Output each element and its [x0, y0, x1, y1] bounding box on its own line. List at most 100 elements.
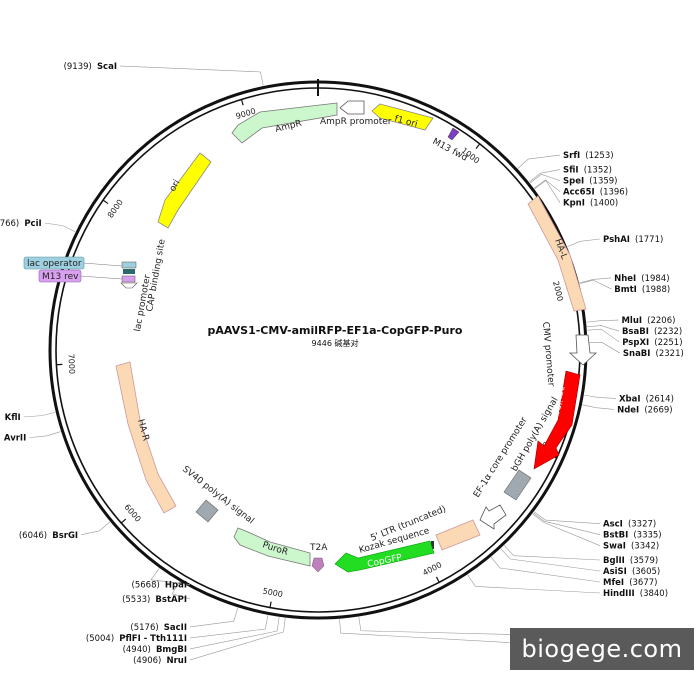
restriction-site-label: NdeI (2669)	[617, 397, 673, 416]
scale-tick-label: 8000	[106, 198, 125, 220]
site-leader	[534, 511, 601, 525]
site-labels: SrfI (1253)SfiI (1352)SpeI (1359)Acc65I …	[0, 54, 684, 667]
site-leader	[579, 277, 612, 284]
site-leader	[567, 238, 601, 247]
backbone-inner-circle	[55, 87, 581, 613]
restriction-site-label: BstBI (3335)	[603, 523, 662, 542]
site-leader	[81, 521, 111, 536]
site-leader	[189, 607, 239, 628]
site-name: BstAPI	[155, 595, 187, 605]
scale-tick-label: 6000	[122, 503, 142, 524]
lac-operator-marker	[121, 261, 137, 269]
lac-operator-label: lac operator	[27, 259, 82, 269]
site-position: (1359)	[589, 177, 617, 187]
site-name: HindIII	[603, 589, 635, 599]
site-leader	[189, 617, 286, 661]
site-name: MfeI	[603, 578, 624, 588]
ampr-promoter-label: AmpR promoter	[320, 117, 392, 127]
backbone-outer-circle	[48, 80, 588, 620]
site-position: (2206)	[647, 316, 675, 326]
restriction-site-label: (4906) NruI	[133, 648, 187, 667]
restriction-site-label: BglII (3579)	[603, 548, 658, 567]
site-position: (3579)	[630, 556, 658, 566]
t2a-label: T2A	[309, 543, 328, 553]
site-name: AsiSI	[603, 567, 627, 577]
restriction-site-label: (6623) AvrII	[0, 426, 26, 445]
site-leader	[587, 328, 620, 343]
sv40-polya-bar	[195, 499, 219, 523]
restriction-site-label: HindIII (3840)	[603, 581, 668, 600]
site-name: KflI	[5, 413, 21, 423]
scale-tick	[435, 576, 440, 583]
site-position: (1771)	[635, 235, 663, 245]
m13-fwd-marker	[447, 127, 460, 141]
watermark: biogege.com	[510, 628, 694, 670]
site-leader	[23, 412, 56, 418]
site-position: (7766)	[0, 219, 19, 229]
cap-site-marker	[123, 269, 135, 274]
site-position: (1988)	[642, 285, 670, 295]
site-name: PspXI	[622, 338, 649, 348]
site-position: (1400)	[590, 199, 618, 209]
restriction-site-label: PspXI (2251)	[622, 330, 682, 349]
copgfp-arrow	[334, 540, 435, 573]
bgh-polya-bar	[503, 469, 532, 501]
lac-operator-leader	[82, 262, 123, 267]
site-position: (5533)	[122, 595, 150, 605]
restriction-site-label: BsaBI (2232)	[622, 319, 682, 338]
site-name: SrfI	[563, 151, 580, 161]
site-position: (2614)	[646, 394, 674, 404]
m13-rev-marker	[121, 275, 136, 283]
site-leader	[582, 404, 615, 410]
site-name: PciI	[24, 219, 41, 229]
site-leader	[490, 557, 601, 583]
site-name: PshAI	[603, 235, 630, 245]
site-leader	[500, 548, 601, 572]
site-name: BmtI	[614, 285, 637, 295]
site-name: SwaI	[603, 542, 626, 552]
restriction-site-label: PshAI (1771)	[603, 227, 663, 246]
site-position: (5176)	[130, 623, 158, 633]
site-leader	[150, 568, 191, 585]
site-name: NruI	[166, 656, 187, 666]
site-position: (1253)	[585, 151, 613, 161]
restriction-site-label: AsiSI (3605)	[603, 559, 660, 578]
restriction-site-label: SwaI (3342)	[603, 534, 659, 553]
site-position: (3677)	[629, 578, 657, 588]
site-name: SpeI	[563, 177, 584, 187]
ha-l-bar	[527, 195, 587, 312]
site-leader	[29, 431, 61, 438]
site-leader	[533, 512, 601, 535]
restriction-site-label: (4940) BmgBI	[123, 637, 187, 656]
restriction-site-label: KpnI (1400)	[563, 191, 618, 210]
restriction-site-label: SrfI (1253)	[563, 143, 614, 162]
site-position: (9139)	[64, 62, 92, 72]
restriction-site-label: SnaBI (2321)	[623, 341, 684, 360]
site-name: NdeI	[617, 405, 639, 415]
restriction-site-label: BmtI (1988)	[614, 277, 670, 296]
site-position: (1396)	[600, 188, 628, 198]
amilrfp-arrow	[533, 370, 581, 470]
site-position: (5668)	[132, 581, 160, 591]
restriction-site-label: (9139) ScaI	[64, 54, 117, 73]
site-position: (2251)	[654, 338, 682, 348]
site-leader	[584, 394, 617, 399]
restriction-site-label: (5668) HpaI	[132, 573, 187, 592]
site-name: NheI	[614, 274, 636, 284]
site-name: KpnI	[563, 199, 585, 209]
site-name: BstBI	[603, 531, 628, 541]
scale-tick	[475, 143, 481, 149]
site-name: BglII	[603, 556, 625, 566]
site-leader	[171, 581, 191, 600]
site-position: (6046)	[19, 531, 47, 541]
site-leader	[517, 154, 561, 169]
restriction-site-label: MfeI (3677)	[603, 570, 657, 589]
ef1a-promoter-arrow	[479, 504, 507, 530]
site-name: ScaI	[97, 62, 117, 72]
restriction-site-label: Acc65I (1396)	[563, 180, 628, 199]
site-leader	[529, 169, 561, 183]
ampr-arrow	[231, 102, 338, 144]
restriction-site-label: (5533) BstAPI	[122, 587, 187, 606]
site-position: (3840)	[640, 589, 668, 599]
restriction-site-label: (6046) BsrGI	[19, 523, 78, 542]
